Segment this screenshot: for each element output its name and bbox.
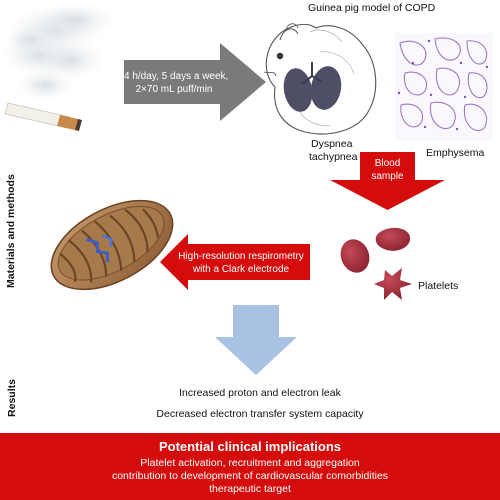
symptom-dyspnea: Dyspnea [311,138,353,150]
implication-item: contribution to development of cardiovas… [111,470,389,482]
respirometry-arrow [160,234,310,290]
exposure-arrow [124,43,266,121]
exposure-line-1: 4 h/day, 5 days a week, [124,71,229,82]
results-arrow [215,305,297,375]
cigarette-icon [4,102,82,131]
lungs-icon [283,62,342,112]
symptom-emphysema: Emphysema [426,147,485,159]
mitochondrion-illustration [50,199,174,291]
blood-sample-line-2: sample [371,171,404,182]
clinical-implications-panel: Potential clinical implications Platelet… [0,433,500,500]
implication-item: Platelet activation, recruitment and agg… [140,457,360,469]
guinea-pig-illustration [263,23,377,135]
result-line-1: Increased proton and electron leak [179,387,341,399]
result-line-2: Decreased electron transfer system capac… [156,408,364,420]
exposure-line-2: 2×70 mL puff/min [135,84,213,95]
section-label-materials: Materials and methods [5,174,17,288]
respirometry-line-1: High-resolution respirometry [178,251,304,262]
symptom-tachypnea: tachypnea [309,151,358,163]
platelets-label: Platelets [418,280,459,292]
section-label-results: Results [6,379,18,417]
cigarette-smoke-illustration [2,2,115,131]
respirometry-line-2: with a Clark electrode [192,264,290,275]
implications-title: Potential clinical implications [158,439,342,454]
implication-item: therapeutic target [209,483,291,495]
platelets-illustration [340,227,412,300]
blood-sample-line-1: Blood [374,158,401,169]
blood-sample-arrow [330,152,445,210]
model-title: Guinea pig model of COPD [308,2,436,14]
emphysema-histology-image [395,33,493,141]
